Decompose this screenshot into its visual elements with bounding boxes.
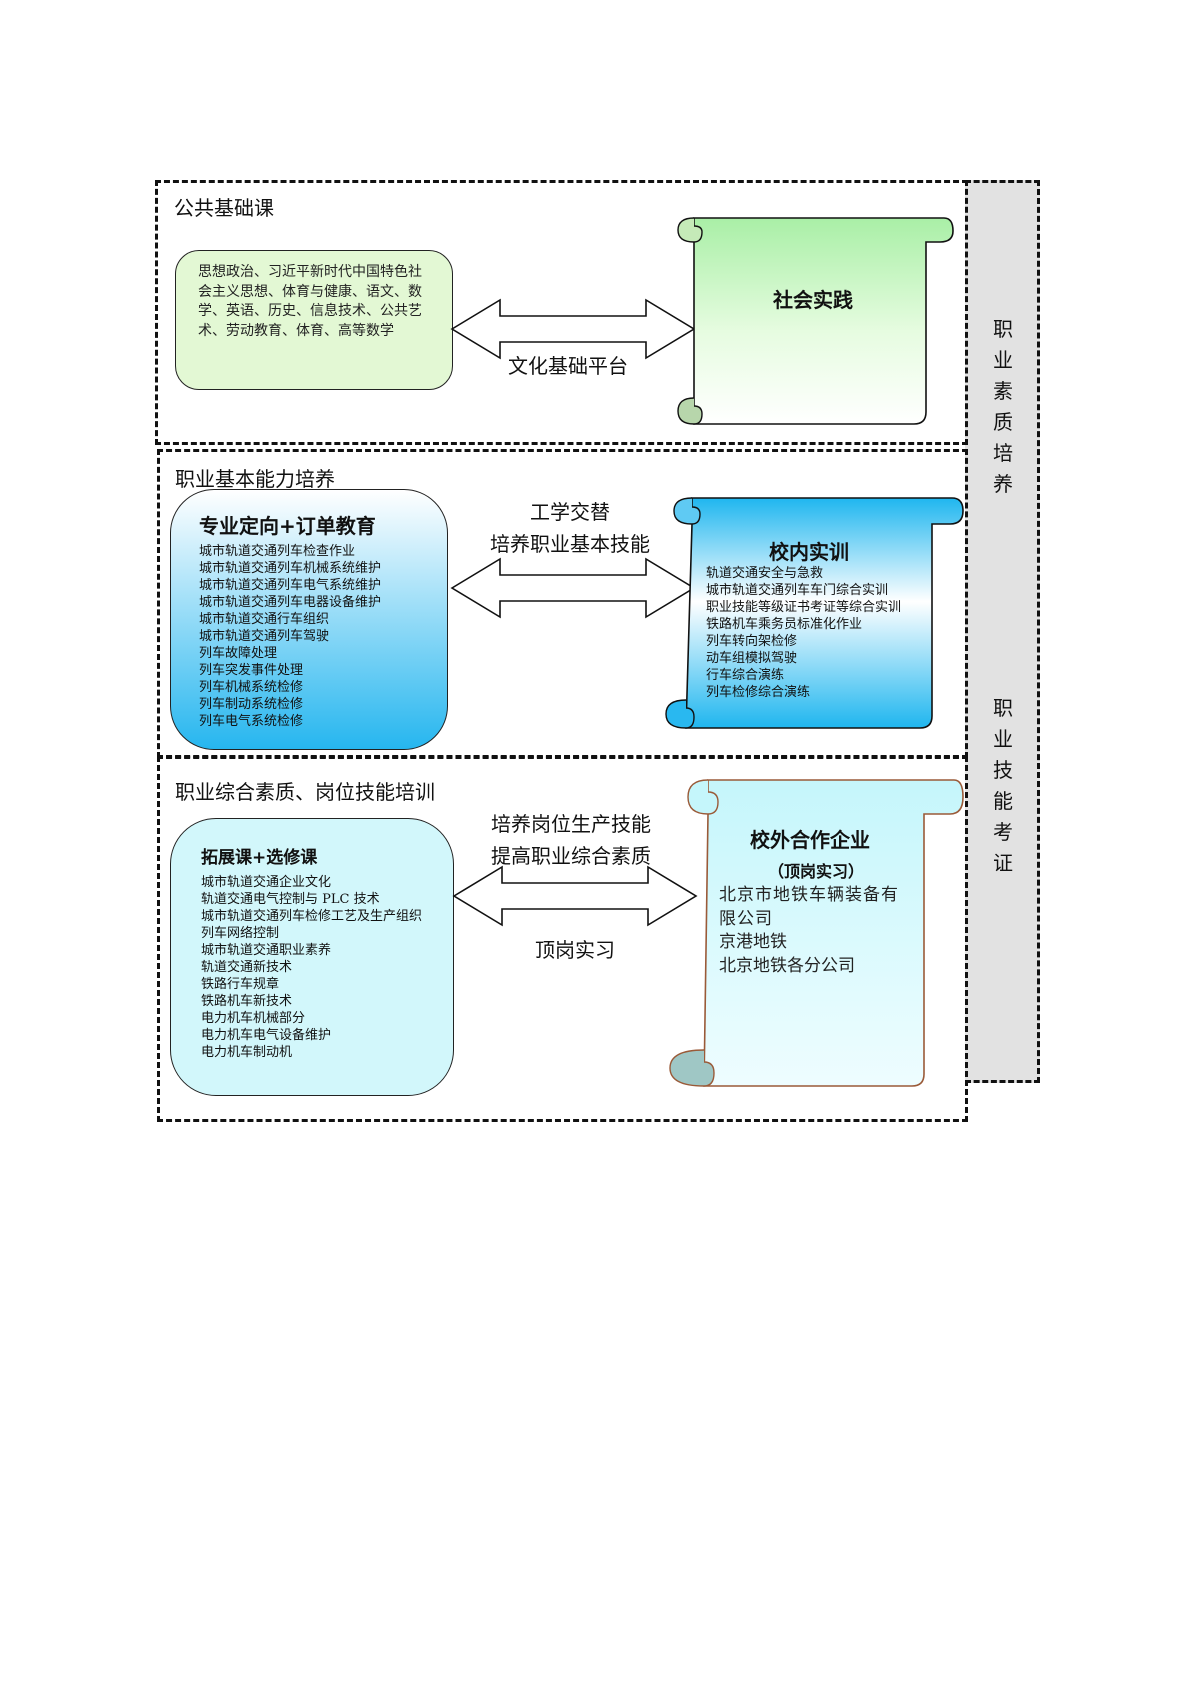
section-public-title: 公共基础课 xyxy=(174,196,274,220)
list-item: 北京市地铁车辆装备有限公司 xyxy=(719,885,899,929)
comprehensive-arrow-label-3: 顶岗实习 xyxy=(535,938,615,962)
list-item: 列车检修综合演练 xyxy=(706,685,811,700)
list-item: 列车机械系统检修 xyxy=(199,680,304,695)
extension-courses-box: 拓展课+选修课 城市轨道交通企业文化 轨道交通电气控制与 PLC 技术 城市轨道… xyxy=(170,818,454,1096)
side-column xyxy=(965,180,1040,1083)
list-item: 列车突发事件处理 xyxy=(199,663,304,678)
list-item: 京港地铁 xyxy=(719,932,787,952)
list-item: 城市轨道交通企业文化 xyxy=(201,875,332,890)
list-item: 电力机车电气设备维护 xyxy=(201,1028,332,1043)
public-courses-text: 思想政治、习近平新时代中国特色社会主义思想、体育与健康、语文、数学、英语、历史、… xyxy=(198,264,422,339)
specialization-box: 专业定向+订单教育 城市轨道交通列车检查作业 城市轨道交通列车机械系统维护 城市… xyxy=(170,489,448,750)
list-item: 电力机车机械部分 xyxy=(201,1011,306,1026)
public-arrow-label: 文化基础平台 xyxy=(508,354,628,378)
list-item: 城市轨道交通列车车门综合实训 xyxy=(706,583,889,598)
external-enterprise-title: 校外合作企业 xyxy=(750,828,870,852)
list-item: 铁路机车乘务员标准化作业 xyxy=(706,617,863,632)
section-comprehensive-title: 职业综合素质、岗位技能培训 xyxy=(175,780,435,804)
specialization-course-list: 城市轨道交通列车检查作业 城市轨道交通列车机械系统维护 城市轨道交通列车电气系统… xyxy=(199,543,447,730)
list-item: 电力机车制动机 xyxy=(201,1045,293,1060)
comprehensive-arrow-label-2: 提高职业综合素质 xyxy=(491,844,651,868)
list-item: 城市轨道交通行车组织 xyxy=(199,612,330,627)
extension-course-list: 城市轨道交通企业文化 轨道交通电气控制与 PLC 技术 城市轨道交通列车检修工艺… xyxy=(201,874,453,1061)
extension-courses-title: 拓展课+选修课 xyxy=(201,848,318,868)
section-comprehensive xyxy=(157,756,968,1122)
external-enterprise-scroll xyxy=(669,779,964,1087)
internal-training-scroll xyxy=(665,497,964,729)
list-item: 铁路机车新技术 xyxy=(201,994,293,1009)
list-item: 北京地铁各分公司 xyxy=(719,955,855,976)
internal-training-list: 轨道交通安全与急救 城市轨道交通列车车门综合实训 职业技能等级证书考证等综合实训… xyxy=(706,565,901,701)
list-item: 城市轨道交通列车检修工艺及生产组织 xyxy=(201,909,423,924)
basic-arrow-label-1: 工学交替 xyxy=(530,500,610,524)
list-item: 动车组模拟驾驶 xyxy=(706,651,798,666)
list-item: 职业技能等级证书考证等综合实训 xyxy=(706,600,902,615)
enterprise-list: 北京市地铁车辆装备有限公司 京港地铁 北京地铁各分公司 xyxy=(719,884,915,978)
list-item: 轨道交通新技术 xyxy=(201,960,293,975)
social-practice-title: 社会实践 xyxy=(773,288,853,312)
list-item: 列车网络控制 xyxy=(201,926,280,941)
list-item: 列车故障处理 xyxy=(199,646,278,661)
list-item: 列车制动系统检修 xyxy=(199,697,304,712)
list-item: 城市轨道交通职业素养 xyxy=(201,943,332,958)
section-public-basic xyxy=(155,180,968,445)
list-item: 轨道交通电气控制与 PLC 技术 xyxy=(201,892,380,907)
list-item: 行车综合演练 xyxy=(706,668,785,683)
external-enterprise-subtitle: （顶岗实习） xyxy=(768,862,865,881)
side-label-bottom: 职 业 技 能 考 证 xyxy=(993,696,1013,875)
list-item: 城市轨道交通列车检查作业 xyxy=(199,544,356,559)
list-item: 城市轨道交通列车电气系统维护 xyxy=(199,578,382,593)
internal-training-title: 校内实训 xyxy=(769,540,849,564)
list-item: 列车转向架检修 xyxy=(706,634,798,649)
public-courses-box: 思想政治、习近平新时代中国特色社会主义思想、体育与健康、语文、数学、英语、历史、… xyxy=(175,250,453,390)
section-basic-title: 职业基本能力培养 xyxy=(175,467,335,491)
list-item: 城市轨道交通列车驾驶 xyxy=(199,629,330,644)
list-item: 列车电气系统检修 xyxy=(199,714,304,729)
list-item: 轨道交通安全与急救 xyxy=(706,566,824,581)
list-item: 铁路行车规章 xyxy=(201,977,280,992)
side-label-top: 职 业 素 质 培 养 xyxy=(993,317,1013,496)
social-practice-scroll xyxy=(677,217,954,425)
comprehensive-double-arrow xyxy=(452,865,698,927)
list-item: 城市轨道交通列车机械系统维护 xyxy=(199,561,382,576)
basic-arrow-label-2: 培养职业基本技能 xyxy=(490,532,650,556)
list-item: 城市轨道交通列车电器设备维护 xyxy=(199,595,382,610)
specialization-title: 专业定向+订单教育 xyxy=(199,514,376,538)
basic-double-arrow xyxy=(450,557,696,619)
comprehensive-arrow-label-1: 培养岗位生产技能 xyxy=(491,812,651,836)
